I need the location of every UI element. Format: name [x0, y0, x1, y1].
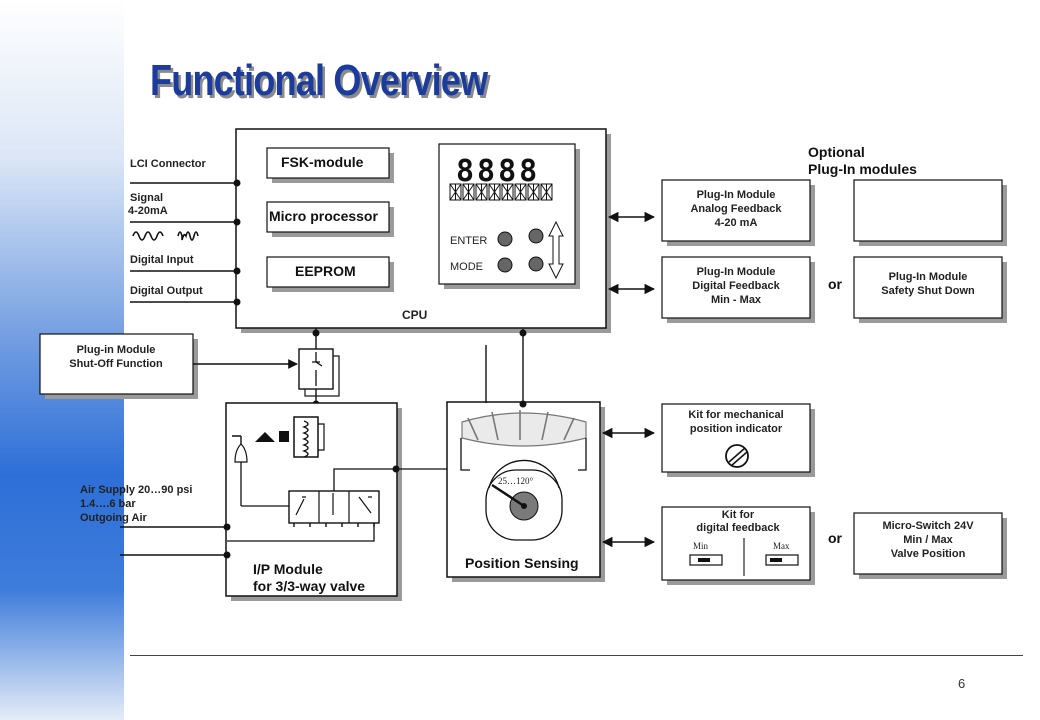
safety-line2: Safety Shut Down	[881, 285, 975, 297]
fsk-wave-icon	[177, 231, 199, 241]
analog-wave-icon	[132, 231, 164, 241]
mech-line2: position indicator	[690, 423, 783, 435]
kitdig-min-label: Min	[693, 541, 709, 551]
micro-processor-label: Micro processor	[269, 208, 378, 224]
lci-connector-label: LCI Connector	[130, 158, 206, 170]
digital-feedback-module: Plug-In Module Digital Feedback Min - Ma…	[661, 256, 815, 323]
outgoing-air-label: Outgoing Air	[80, 512, 148, 524]
down-button[interactable]	[528, 256, 544, 272]
analog-feedback-module: Plug-In Module Analog Feedback 4-20 mA	[661, 179, 815, 246]
shutoff-switch	[298, 328, 340, 408]
eeprom-label: EEPROM	[295, 263, 356, 279]
position-scale-label: 25…120°	[498, 476, 534, 486]
shutoff-module-box: Plug-in Module Shut-Off Function	[39, 333, 198, 399]
empty-plugin-slot	[853, 179, 1007, 246]
cpu-label: CPU	[402, 308, 427, 322]
slide-title: Functional Overview	[150, 56, 488, 105]
micro-switch-line1: Micro-Switch 24V	[882, 520, 974, 532]
digital-feedback-kit: Kit for digital feedback Min Max	[661, 506, 815, 585]
kitdig-line2: digital feedback	[696, 522, 780, 534]
up-button[interactable]	[528, 228, 544, 244]
kitdig-line1: Kit for	[722, 509, 755, 521]
position-sensing-label: Position Sensing	[465, 555, 579, 571]
kitdig-max-label: Max	[773, 541, 790, 551]
signal-label: Signal	[130, 192, 163, 204]
enter-button[interactable]	[497, 231, 513, 247]
enter-label: ENTER	[450, 235, 487, 247]
ip-module-line1: I/P Module	[253, 561, 323, 577]
signal-range-label: 4-20mA	[128, 205, 168, 217]
safety-shutdown-module: Plug-In Module Safety Shut Down	[853, 256, 1007, 323]
segment-row	[449, 183, 553, 201]
or-label-2: or	[828, 530, 843, 546]
analog-line1: Plug-In Module	[697, 189, 776, 201]
micro-processor-box: Micro processor	[266, 201, 394, 237]
mechanical-indicator-kit: Kit for mechanical position indicator	[661, 403, 815, 477]
mode-button[interactable]	[497, 257, 513, 273]
ip-module-line2: for 3/3-way valve	[253, 578, 365, 594]
mech-line1: Kit for mechanical	[688, 409, 783, 421]
eeprom-box: EEPROM	[266, 256, 394, 292]
fsk-module-label: FSK-module	[281, 154, 364, 170]
micro-switch-module: Micro-Switch 24V Min / Max Valve Positio…	[853, 512, 1007, 579]
digital-output-label: Digital Output	[130, 285, 203, 297]
footer-divider	[130, 655, 1023, 656]
display-panel: 8888 ENTER MODE	[438, 143, 580, 289]
air-supply-label: Air Supply 20…90 psi	[80, 484, 192, 496]
signal-inputs: LCI Connector Signal 4-20mA Digital Inpu…	[128, 158, 241, 306]
air-pressure-label: 1.4….6 bar	[80, 498, 136, 510]
shutoff-line1: Plug-in Module	[77, 344, 156, 356]
safety-line1: Plug-In Module	[889, 271, 968, 283]
digital-line3: Min - Max	[711, 294, 762, 306]
digital-line1: Plug-In Module	[697, 266, 776, 278]
page-number: 6	[958, 676, 966, 691]
analog-line2: Analog Feedback	[690, 203, 782, 215]
digital-line2: Digital Feedback	[692, 280, 780, 292]
fsk-module-box: FSK-module	[266, 147, 394, 183]
micro-switch-line3: Valve Position	[891, 548, 966, 560]
mode-label: MODE	[450, 261, 483, 273]
optional-line1: Optional	[808, 144, 865, 160]
shutoff-line2: Shut-Off Function	[69, 358, 163, 370]
analog-line3: 4-20 mA	[715, 217, 758, 229]
up-down-arrow-icon	[548, 220, 564, 280]
position-sensing-block: Position Sensing 25…120°	[446, 401, 605, 582]
digital-input-label: Digital Input	[130, 254, 194, 266]
optional-line2: Plug-In modules	[808, 161, 917, 177]
micro-switch-line2: Min / Max	[903, 534, 953, 546]
or-label-1: or	[828, 276, 843, 292]
display-digits: 8888	[456, 154, 540, 189]
ip-module-block: I/P Module for 3/3-way valve	[223, 402, 457, 601]
